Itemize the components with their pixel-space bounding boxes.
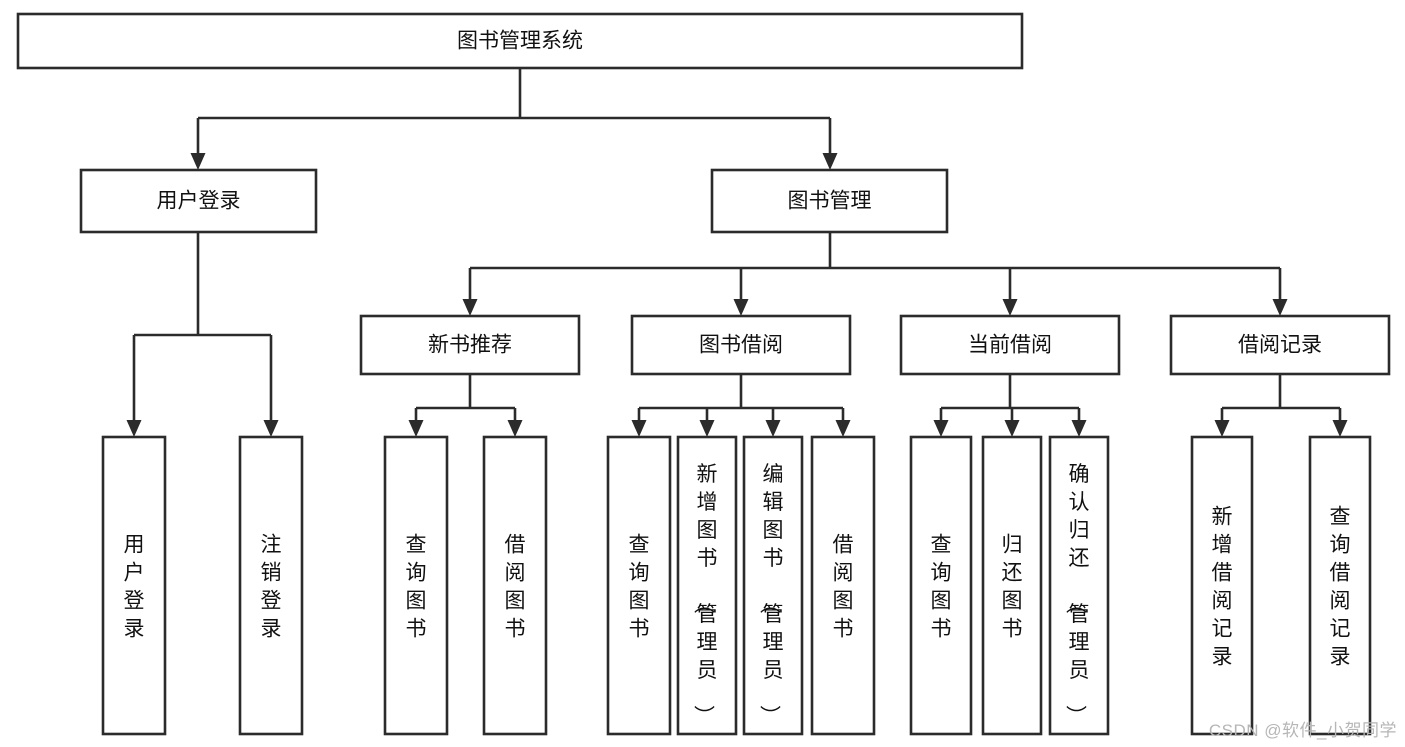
- node-leaf-3-label: 借阅图书: [505, 533, 526, 640]
- node-leaf-3[interactable]: 借阅图书: [482, 435, 548, 736]
- node-level2-2-label: 当前借阅: [968, 334, 1052, 357]
- arrow-head-icon: [1071, 420, 1087, 437]
- arrow-head-icon: [1002, 299, 1018, 316]
- node-leaf-10-rect[interactable]: [1048, 435, 1110, 736]
- node-leaf-0-rect[interactable]: [101, 435, 167, 736]
- node-level1-1[interactable]: 图书管理: [710, 168, 949, 234]
- node-level2-1-rect[interactable]: [630, 314, 852, 376]
- node-root-system[interactable]: 图书管理系统: [16, 12, 1024, 70]
- arrow-head-icon: [631, 420, 647, 437]
- edges-borrowrecords-to-leaves: [1214, 374, 1348, 437]
- node-leaf-7[interactable]: 借阅图书: [810, 435, 876, 736]
- node-leaf-1[interactable]: 注销登录: [238, 435, 304, 736]
- node-leaf-12-label: 查询借阅记录: [1330, 505, 1351, 668]
- node-level1-0[interactable]: 用户登录: [79, 168, 318, 234]
- nodes-layer: 图书管理系统用户登录图书管理新书推荐图书借阅当前借阅借阅记录用户登录注销登录查询…: [16, 12, 1391, 736]
- node-root-system-rect[interactable]: [16, 12, 1024, 70]
- node-leaf-0[interactable]: 用户登录: [101, 435, 167, 736]
- node-leaf-7-label: 借阅图书: [833, 533, 854, 640]
- edges-bookborrow-to-leaves: [631, 374, 851, 437]
- node-leaf-10[interactable]: 确认归还（管理员）: [1048, 435, 1110, 736]
- node-leaf-9-label: 归还图书: [1002, 533, 1023, 640]
- node-level2-2[interactable]: 当前借阅: [899, 314, 1121, 376]
- node-leaf-5-label: 新增图书（管理员）: [692, 463, 718, 726]
- arrow-head-icon: [1004, 420, 1020, 437]
- node-leaf-8-label: 查询图书: [931, 533, 952, 640]
- node-level2-3[interactable]: 借阅记录: [1169, 314, 1391, 376]
- node-root-system-label: 图书管理系统: [457, 30, 583, 53]
- edges-bookmgmt-to-modules: [462, 232, 1288, 316]
- edges-currentborrow-to-leaves: [933, 374, 1087, 437]
- arrow-head-icon: [765, 420, 781, 437]
- arrow-head-icon: [1272, 299, 1288, 316]
- node-leaf-11-label: 新增借阅记录: [1212, 505, 1233, 668]
- arrow-head-icon: [462, 299, 478, 316]
- edges-root-to-level1: [190, 68, 838, 170]
- arrow-head-icon: [1332, 420, 1348, 437]
- arrow-head-icon: [733, 299, 749, 316]
- arrow-head-icon: [507, 420, 523, 437]
- arrow-head-icon: [1214, 420, 1230, 437]
- node-leaf-0-label: 用户登录: [124, 533, 145, 640]
- node-leaf-7-rect[interactable]: [810, 435, 876, 736]
- node-leaf-4-rect[interactable]: [606, 435, 672, 736]
- edges-newbook-to-leaves: [408, 374, 523, 437]
- arrow-head-icon: [126, 420, 142, 437]
- node-leaf-1-rect[interactable]: [238, 435, 304, 736]
- node-leaf-3-rect[interactable]: [482, 435, 548, 736]
- node-level2-3-label: 借阅记录: [1238, 334, 1322, 357]
- node-leaf-1-label: 注销登录: [261, 533, 282, 640]
- node-level2-3-rect[interactable]: [1169, 314, 1391, 376]
- node-leaf-11[interactable]: 新增借阅记录: [1190, 435, 1254, 736]
- node-leaf-12-rect[interactable]: [1308, 435, 1372, 736]
- node-leaf-11-rect[interactable]: [1190, 435, 1254, 736]
- node-level1-1-rect[interactable]: [710, 168, 949, 234]
- node-level2-2-rect[interactable]: [899, 314, 1121, 376]
- node-leaf-2-label: 查询图书: [406, 533, 427, 640]
- node-leaf-12[interactable]: 查询借阅记录: [1308, 435, 1372, 736]
- node-leaf-9[interactable]: 归还图书: [981, 435, 1043, 736]
- node-leaf-10-label: 确认归还（管理员）: [1064, 463, 1090, 726]
- node-leaf-8[interactable]: 查询图书: [909, 435, 973, 736]
- node-level2-1-label: 图书借阅: [699, 334, 783, 357]
- node-leaf-4-label: 查询图书: [629, 533, 650, 640]
- node-leaf-2[interactable]: 查询图书: [383, 435, 449, 736]
- node-level2-1[interactable]: 图书借阅: [630, 314, 852, 376]
- node-level1-0-label: 用户登录: [157, 190, 241, 213]
- node-leaf-4[interactable]: 查询图书: [606, 435, 672, 736]
- connectors-layer: [126, 68, 1348, 437]
- arrow-head-icon: [835, 420, 851, 437]
- node-leaf-6-label: 编辑图书（管理员）: [758, 463, 784, 726]
- node-level2-0[interactable]: 新书推荐: [359, 314, 581, 376]
- arrow-head-icon: [263, 420, 279, 437]
- node-level2-0-rect[interactable]: [359, 314, 581, 376]
- arrow-head-icon: [822, 153, 838, 170]
- node-leaf-8-rect[interactable]: [909, 435, 973, 736]
- node-leaf-2-rect[interactable]: [383, 435, 449, 736]
- node-leaf-5-rect[interactable]: [676, 435, 738, 736]
- node-leaf-6-rect[interactable]: [742, 435, 804, 736]
- node-leaf-9-rect[interactable]: [981, 435, 1043, 736]
- node-level2-0-label: 新书推荐: [428, 334, 512, 357]
- node-leaf-6[interactable]: 编辑图书（管理员）: [742, 435, 804, 736]
- arrow-head-icon: [699, 420, 715, 437]
- edges-userlogin-to-leaves: [126, 232, 279, 437]
- node-leaf-5[interactable]: 新增图书（管理员）: [676, 435, 738, 736]
- node-level1-0-rect[interactable]: [79, 168, 318, 234]
- arrow-head-icon: [933, 420, 949, 437]
- node-level1-1-label: 图书管理: [788, 190, 872, 213]
- arrow-head-icon: [408, 420, 424, 437]
- arrow-head-icon: [190, 153, 206, 170]
